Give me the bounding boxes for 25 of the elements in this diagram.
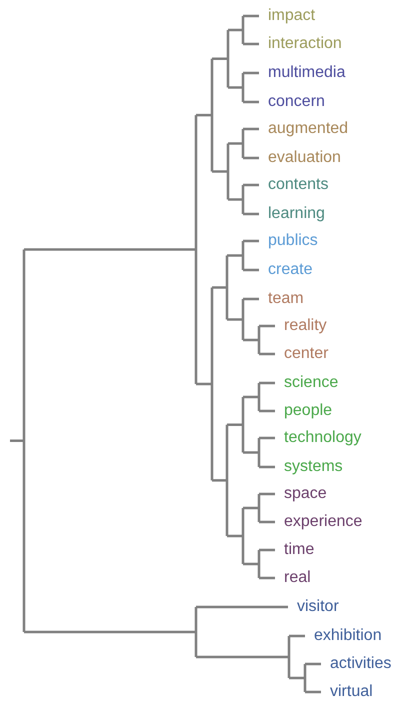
leaf-label: visitor [297,598,339,616]
leaf-label: virtual [330,683,373,701]
leaf-label: concern [268,93,325,111]
leaf-label: team [268,290,304,308]
leaf-label: systems [284,458,343,476]
leaf-label: real [284,569,311,587]
leaf-label: impact [268,7,316,25]
leaf-label: publics [268,232,318,250]
leaf-label: time [284,541,314,559]
leaf-label: learning [268,205,325,223]
leaf-label: technology [284,429,362,447]
leaf-label: evaluation [268,149,341,167]
leaf-label: exhibition [314,627,382,645]
leaf-label: people [284,402,332,420]
leaf-label: experience [284,513,362,531]
leaf-label: space [284,485,327,503]
leaf-label: science [284,374,338,392]
leaf-label: contents [268,176,328,194]
leaf-label: reality [284,317,327,335]
leaf-label: multimedia [268,64,346,82]
leaf-label: activities [330,655,392,673]
leaf-label: interaction [268,35,342,53]
leaf-label: create [268,261,312,279]
leaf-label: center [284,345,328,363]
leaf-label: augmented [268,120,348,138]
